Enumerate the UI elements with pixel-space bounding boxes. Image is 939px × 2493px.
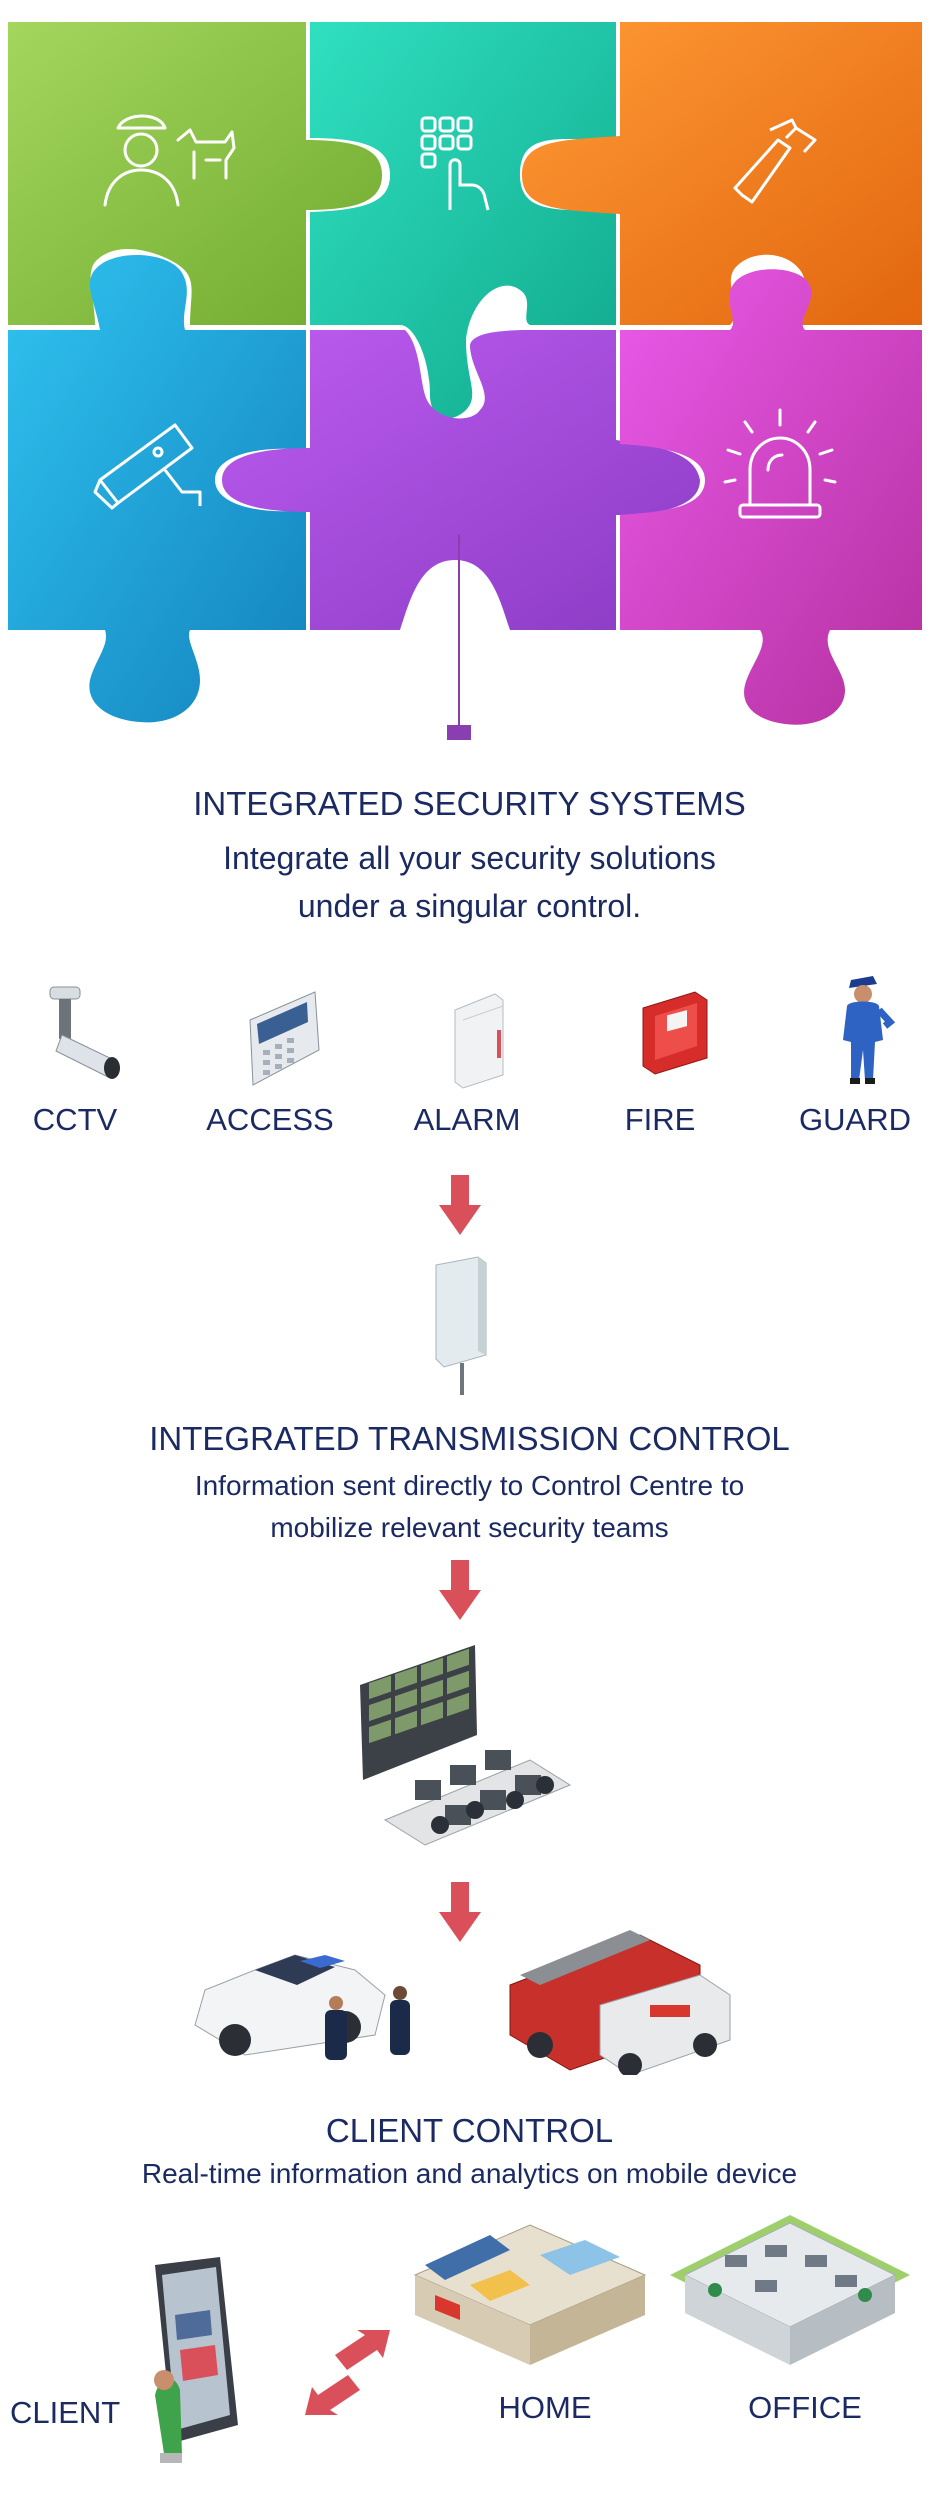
- puzzle-piece-camera: [8, 254, 306, 723]
- extinguisher-icon: [733, 118, 817, 204]
- down-arrow-icon: [439, 1175, 481, 1235]
- control-centre-icon: [355, 1640, 575, 1860]
- puzzle-piece-center: [222, 330, 700, 630]
- keypad-icon: [420, 116, 490, 211]
- client-label: CLIENT: [10, 2395, 121, 2430]
- section2-line1: Information sent directly to Control Cen…: [194, 1470, 745, 1501]
- bidirectional-arrow-icon: [305, 2330, 390, 2415]
- device-label-access: ACCESS: [206, 1102, 334, 1137]
- fire-truck-icon: [500, 1905, 740, 2075]
- transmitter-icon: [428, 1255, 498, 1400]
- puzzle-piece-keypad: [310, 22, 616, 419]
- device-label-fire: FIRE: [624, 1102, 696, 1137]
- tablet-user-icon: [140, 2255, 250, 2470]
- office-icon: [665, 2195, 915, 2370]
- alarm-panel-icon: [445, 990, 515, 1090]
- cctv-camera-icon: [42, 985, 132, 1095]
- device-label-cctv: CCTV: [32, 1102, 118, 1137]
- puzzle-graphic: [0, 0, 939, 740]
- camera-icon: [93, 423, 202, 510]
- section3-line1: Real-time information and analytics on m…: [141, 2158, 798, 2189]
- siren-icon: [723, 408, 837, 519]
- puzzle-piece-extinguisher: [522, 22, 922, 325]
- section2-line2: mobilize relevant security teams: [270, 1512, 669, 1543]
- down-arrow-icon: [439, 1882, 481, 1942]
- home-icon: [410, 2205, 655, 2375]
- home-label: HOME: [498, 2390, 592, 2425]
- office-label: OFFICE: [748, 2390, 862, 2425]
- device-label-guard: GUARD: [799, 1102, 911, 1137]
- section1-line1: Integrate all your security solutions: [223, 840, 716, 876]
- puzzle-piece-siren: [620, 269, 922, 725]
- patrol-truck-icon: [185, 1915, 435, 2075]
- access-keypad-icon: [245, 990, 325, 1090]
- section2-title: INTEGRATED TRANSMISSION CONTROL: [149, 1420, 790, 1457]
- section3-title: CLIENT CONTROL: [325, 2112, 614, 2149]
- fire-alarm-icon: [635, 988, 715, 1078]
- security-guard-icon: [835, 970, 895, 1100]
- section1-title: INTEGRATED SECURITY SYSTEMS: [193, 785, 746, 822]
- device-label-alarm: ALARM: [413, 1102, 521, 1137]
- guard-dog-icon: [103, 114, 236, 207]
- section1-line2: under a singular control.: [297, 888, 642, 924]
- down-arrow-icon: [439, 1560, 481, 1620]
